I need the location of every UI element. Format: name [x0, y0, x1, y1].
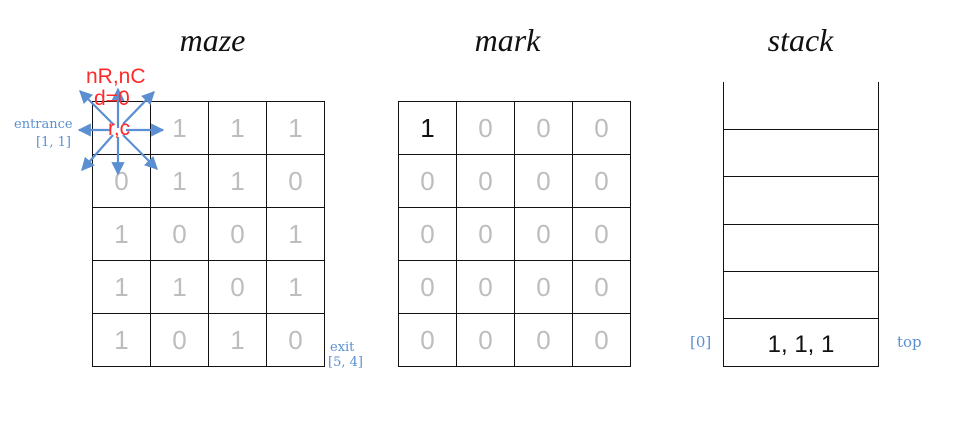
maze-cell: 0	[150, 207, 209, 261]
mark-grid: 1 0 0 0 0 0 0 0 0 0 0 0 0 0 0 0 0 0 0 0	[398, 101, 631, 367]
maze-cell: 0	[150, 313, 209, 367]
stack-top-label: top	[897, 333, 922, 351]
maze-cell: 1	[208, 313, 267, 367]
maze-cell: 1	[266, 207, 325, 261]
mark-cell: 0	[514, 313, 573, 367]
stack-slot	[724, 224, 878, 225]
maze-cell: 0	[266, 313, 325, 367]
mark-cell: 0	[456, 154, 515, 208]
maze-row: 1 0 0 1	[92, 207, 325, 261]
direction-label: d=0	[94, 87, 130, 110]
mark-cell: 0	[398, 260, 457, 314]
entrance-label: entrance	[14, 117, 73, 132]
mark-cell: 0	[398, 207, 457, 261]
maze-cell: 1	[150, 260, 209, 314]
mark-cell: 0	[572, 154, 631, 208]
entrance-coordinate: [1, 1]	[36, 135, 71, 150]
stack-entry: 1, 1, 1	[767, 331, 835, 358]
stack-slot	[724, 318, 878, 319]
mark-cell: 0	[514, 101, 573, 155]
mark-cell: 0	[398, 313, 457, 367]
mark-row: 0 0 0 0	[398, 260, 631, 314]
stack: 1, 1, 1	[723, 82, 879, 367]
maze-row: 1 1 0 1	[92, 260, 325, 314]
stack-slot	[724, 176, 878, 177]
arrow-northeast	[122, 91, 155, 125]
mark-cell: 0	[398, 154, 457, 208]
mark-cell: 0	[514, 260, 573, 314]
arrow-southwest	[81, 134, 114, 171]
exit-label: exit	[330, 340, 355, 355]
maze-cell: 1	[92, 313, 151, 367]
next-position-label: nR,nC	[86, 65, 146, 88]
stack-slot	[724, 129, 878, 130]
arrow-southeast	[122, 134, 158, 170]
maze-cell: 1	[208, 154, 267, 208]
stack-slot	[724, 271, 878, 272]
mark-row: 0 0 0 0	[398, 207, 631, 261]
maze-title: maze	[179, 22, 246, 58]
mark-cell: 0	[572, 207, 631, 261]
mark-cell: 0	[572, 313, 631, 367]
arrow-northwest	[79, 90, 114, 125]
mark-row: 0 0 0 0	[398, 313, 631, 367]
mark-cell: 1	[398, 101, 457, 155]
current-position-label: r,c	[108, 117, 131, 140]
maze-row: 1 0 1 0	[92, 313, 325, 367]
mark-row: 1 0 0 0	[398, 101, 631, 155]
exit-coordinate: [5, 4]	[328, 355, 363, 370]
mark-cell: 0	[514, 207, 573, 261]
mark-row: 0 0 0 0	[398, 154, 631, 208]
stack-title: stack	[767, 22, 834, 58]
mark-cell: 0	[514, 154, 573, 208]
stack-index-label: [0]	[690, 333, 712, 351]
maze-cell: 1	[92, 260, 151, 314]
mark-cell: 0	[456, 260, 515, 314]
mark-cell: 0	[456, 313, 515, 367]
mark-cell: 0	[572, 260, 631, 314]
maze-row: 0 1 1 0	[92, 154, 325, 208]
mark-title: mark	[474, 22, 541, 58]
maze-cell: 0	[266, 154, 325, 208]
